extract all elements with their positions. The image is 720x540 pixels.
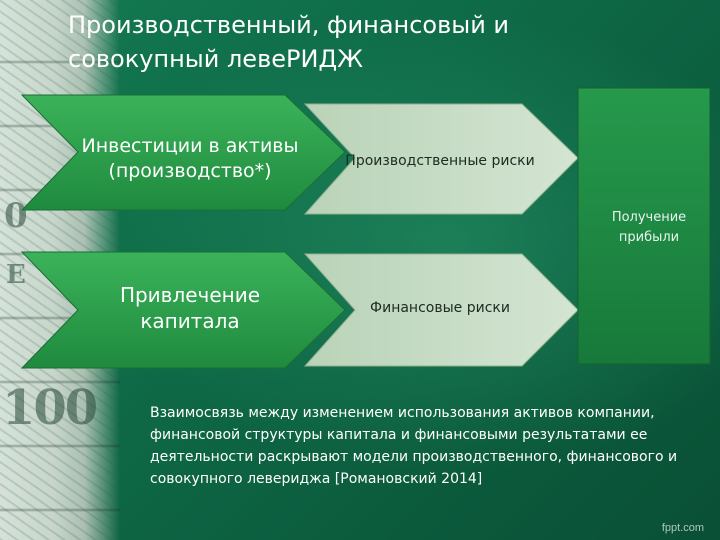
profit-label: Получение прибыли xyxy=(611,210,687,245)
money-decoration: E xyxy=(6,260,26,290)
money-decoration: 0 xyxy=(4,196,28,236)
production-risks-label: Производственные риски xyxy=(345,152,535,169)
money-decoration: 100 xyxy=(2,380,98,436)
capital-label: Привлечение капитала xyxy=(119,283,261,333)
investment-label: Инвестиции в активы (производство*) xyxy=(81,135,299,182)
slide-title: Производственный, финансовый и совокупны… xyxy=(68,11,510,73)
investment-chevron xyxy=(20,94,346,211)
watermark: fppt.com xyxy=(661,522,704,534)
profit-box xyxy=(577,87,711,365)
financial-risks-chevron xyxy=(303,253,579,367)
description-text: Взаимосвязь между изменением использован… xyxy=(150,405,678,487)
production-risks-chevron xyxy=(303,103,579,215)
financial-risks-label: Финансовые риски xyxy=(370,299,510,316)
capital-chevron xyxy=(20,251,346,369)
